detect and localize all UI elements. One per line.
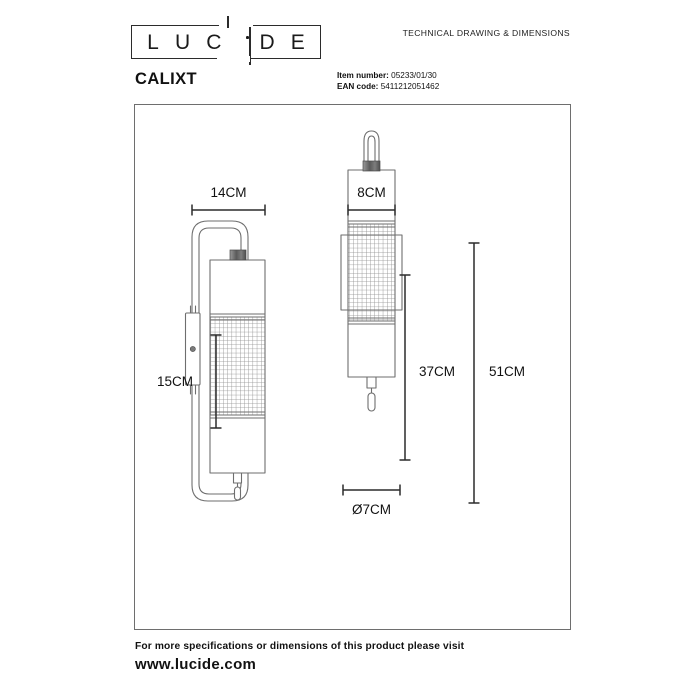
dim-label-14cm: 14CM xyxy=(210,185,246,200)
metal-collars xyxy=(229,160,381,261)
dim-label-diameter: Ø7CM xyxy=(352,502,391,517)
ean-code-label: EAN code: xyxy=(337,82,379,91)
dim-label-8cm: 8CM xyxy=(357,185,386,200)
logo-i-dot xyxy=(246,36,249,39)
footer-website-url[interactable]: www.lucide.com xyxy=(135,656,257,673)
logo-letter-e: E xyxy=(290,30,305,54)
dim-label-37cm: 37CM xyxy=(419,364,455,379)
logo-c-riser xyxy=(227,16,229,28)
logo-top-gap xyxy=(219,22,253,28)
item-number-row: Item number: 05233/01/30 xyxy=(337,70,439,81)
page-header: L U C I D E TECHNICAL DRAWING & DIMENSIO… xyxy=(0,0,700,100)
logo-letter-l: L xyxy=(147,30,159,54)
technical-drawing-title: TECHNICAL DRAWING & DIMENSIONS xyxy=(402,28,570,38)
dim-label-15cm: 15CM xyxy=(157,374,193,389)
logo-letter-c: C xyxy=(206,30,222,54)
footer-specs-text: For more specifications or dimensions of… xyxy=(135,641,465,652)
lucide-logo: L U C I D E xyxy=(131,16,321,65)
logo-divider xyxy=(249,27,251,65)
dim-label-51cm: 51CM xyxy=(489,364,525,379)
drawing-frame: 14CM 8CM 15CM 37CM 51CM Ø7CM xyxy=(134,104,571,630)
ean-code-row: EAN code: 5411212051462 xyxy=(337,81,439,92)
logo-bottom-gap xyxy=(217,56,250,62)
logo-letters: L U C I D E xyxy=(131,25,321,59)
product-technical-drawing: 14CM 8CM 15CM 37CM 51CM Ø7CM xyxy=(157,130,525,517)
product-codes: Item number: 05233/01/30 EAN code: 54112… xyxy=(337,70,439,92)
switch-button xyxy=(189,346,196,352)
item-number-value: 05233/01/30 xyxy=(391,71,437,80)
item-number-label: Item number: xyxy=(337,71,389,80)
logo-letter-u: U xyxy=(174,30,191,54)
logo-letter-d: D xyxy=(259,30,275,54)
product-name: CALIXT xyxy=(135,70,197,88)
ean-code-value: 5411212051462 xyxy=(380,82,440,91)
